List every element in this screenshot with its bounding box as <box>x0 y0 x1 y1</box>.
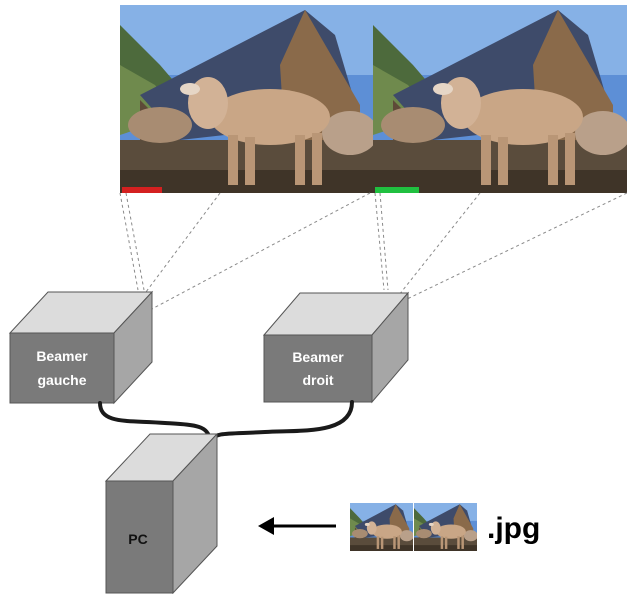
beamer-left-label-line2: gauche <box>37 372 86 388</box>
cable-left <box>98 401 212 442</box>
beamer-left-label-line1: Beamer <box>36 348 88 364</box>
jpg-thumbnail <box>350 503 477 551</box>
right-view-marker <box>375 187 419 193</box>
right-projection-image <box>373 5 627 193</box>
left-arrow-icon <box>258 517 336 535</box>
beamer-right: Beamer droit <box>262 291 410 404</box>
beamer-right-label-line2: droit <box>302 372 333 388</box>
projection-lines <box>119 192 627 311</box>
pc-label: PC <box>128 531 147 547</box>
beamer-left: Beamer gauche <box>8 290 154 405</box>
left-view-marker <box>122 187 162 193</box>
left-projection-image <box>120 5 378 193</box>
beamer-right-label-line1: Beamer <box>292 349 344 365</box>
cables <box>98 400 354 442</box>
pc-box: PC <box>104 432 219 594</box>
cable-right <box>210 400 354 442</box>
file-extension-label: .jpg <box>487 512 540 545</box>
